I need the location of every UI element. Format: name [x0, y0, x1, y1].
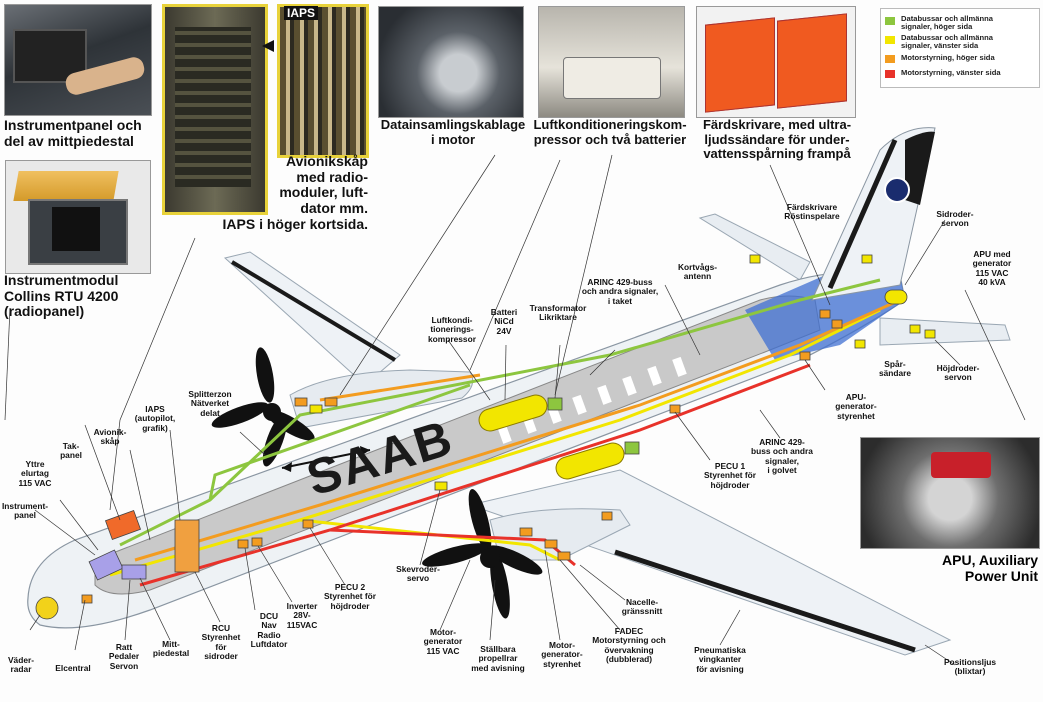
- splitter-arrow-line: [281, 449, 371, 469]
- apu-photo: [860, 437, 1040, 549]
- label-splitterzon: Splitterzon Nätverket delat: [188, 389, 232, 418]
- label-instrumentpanel: Instrument- panel: [1, 501, 49, 521]
- label-pecu2: PECU 2 Styrenhet för höjdroder: [323, 582, 377, 611]
- wiring-orange: [134, 298, 901, 562]
- label-motorgenerator: Motor- generator 115 VAC: [423, 627, 463, 656]
- legend-label-yellow: Databussar och allmänna signaler, vänste…: [901, 33, 994, 51]
- label-dcu: DCU Nav Radio Luftdator: [250, 611, 288, 650]
- rear-stabilizer-far: [698, 213, 811, 281]
- label-vaderradar: Väder- radar: [7, 655, 35, 675]
- equipment-boxes: [35, 254, 936, 620]
- label-batteri: Batteri NiCd 24V: [490, 307, 518, 336]
- label-iaps: IAPS (autopilot, grafik): [134, 404, 176, 433]
- label-pecu1: PECU 1 Styrenhet för höjdroder: [703, 461, 757, 490]
- wiring-green: [119, 278, 881, 547]
- rear-stabilizer-near: [879, 317, 1011, 346]
- label-fadec: FADEC Motorstyrning och övervakning (dub…: [592, 626, 666, 665]
- label-yttre-elurtag: Yttre elurtag 115 VAC: [18, 459, 52, 488]
- instrument-panel-photo: [4, 4, 152, 116]
- wiring-legend: Databussar och allmänna signaler, höger …: [880, 8, 1040, 88]
- iaps-tag: IAPS: [284, 6, 319, 20]
- aircon-photo: [538, 6, 685, 118]
- iaps-photo: [277, 4, 369, 158]
- recorders-photo: [696, 6, 856, 118]
- legend-swatch-green: [885, 17, 895, 25]
- label-mittpiedestal: Mitt- piedestal: [152, 639, 190, 659]
- battery-cylinder-upper: [478, 394, 548, 432]
- near-wing-leading-edge: [614, 549, 916, 653]
- label-pneumatiska: Pneumatiska vingkanter för avisning: [694, 645, 746, 674]
- label-luftkonditionering: Luftkondi- tionerings- kompressor: [428, 315, 476, 344]
- iaps-arrow-icon: [262, 40, 274, 52]
- label-nacelle: Nacelle- gränssnitt: [621, 597, 663, 617]
- far-wing-stripe: [230, 260, 397, 362]
- engine-cabling-caption: Datainsamlingskablage i motor: [380, 117, 526, 147]
- fin-dark-edge: [905, 131, 935, 205]
- leader-lines: [4, 154, 1026, 666]
- near-nacelle: [489, 508, 631, 561]
- label-sidroder-servon: Sidroder- servon: [936, 209, 974, 229]
- legend-label-red: Motorstyrning, vänster sida: [901, 68, 1001, 77]
- label-takpanel: Tak- panel: [60, 441, 82, 461]
- label-fardskrivare: Färdskrivare Röstinspelare: [784, 202, 840, 222]
- fin-stripe: [827, 138, 898, 290]
- avionics-cabinet-photo: [162, 4, 268, 215]
- wiring-yellow: [109, 308, 881, 577]
- avionics-caption: Avionikskåp med radio- moduler, luft- da…: [222, 153, 368, 232]
- instrument-module-photo: [5, 160, 151, 274]
- label-transformator: Transformator Likriktare: [529, 303, 587, 323]
- legend-label-orange: Motorstyrning, höger sida: [901, 53, 995, 62]
- instrument-panel-caption: Instrumentpanel och del av mittpiedestal: [4, 117, 142, 149]
- instrument-module-caption: Instrumentmodul Collins RTU 4200 (radiop…: [4, 272, 119, 320]
- label-arinc-golvet: ARINC 429- buss och andra signaler, i go…: [751, 437, 813, 476]
- aircon-caption: Luftkonditioneringskom- pressor och två …: [533, 117, 687, 147]
- label-inverter: Inverter 28V- 115VAC: [286, 601, 318, 630]
- label-apu-generator: APU med generator 115 VAC 40 kVA: [972, 249, 1012, 288]
- apu-caption: APU, Auxiliary Power Unit: [942, 552, 1038, 585]
- label-avionikskap: Avionik- skåp: [93, 427, 127, 447]
- label-apu-styrenhet: APU- generator- styrenhet: [835, 392, 877, 421]
- label-sparsandare: Spår- sändare: [878, 359, 912, 379]
- label-kortvagsantenn: Kortvågs- antenn: [677, 262, 718, 282]
- legend-label-green: Databussar och allmänna signaler, höger …: [901, 14, 994, 32]
- label-elcentral: Elcentral: [55, 663, 91, 673]
- legend-swatch-red: [885, 70, 895, 78]
- label-ratt-pedaler: Ratt Pedaler Servon: [108, 642, 140, 671]
- label-hojdroder-servon: Höjdroder- servon: [936, 363, 980, 383]
- label-rcu: RCU Styrenhet för sidroder: [201, 623, 241, 662]
- label-stallbara-propellrar: Ställbara propellrar med avisning: [471, 644, 525, 673]
- splitter-arrow-heads: [282, 446, 370, 472]
- label-arinc-taket: ARINC 429-buss och andra signaler, i tak…: [581, 277, 659, 306]
- label-skevroder: Skevroder- servo: [396, 564, 440, 584]
- fin-roundel: [884, 177, 910, 203]
- legend-swatch-yellow: [885, 36, 895, 44]
- label-positionsljus: Positionsljus (blixtar): [943, 657, 997, 677]
- label-motorgenerator-styrenhet: Motor- generator- styrenhet: [541, 640, 583, 669]
- legend-swatch-orange: [885, 55, 895, 63]
- near-propeller: [422, 489, 543, 619]
- battery-cylinder-lower: [555, 442, 625, 480]
- engine-cabling-photo: [378, 6, 524, 118]
- recorders-caption: Färdskrivare, med ultra- ljudssändare fö…: [702, 117, 852, 162]
